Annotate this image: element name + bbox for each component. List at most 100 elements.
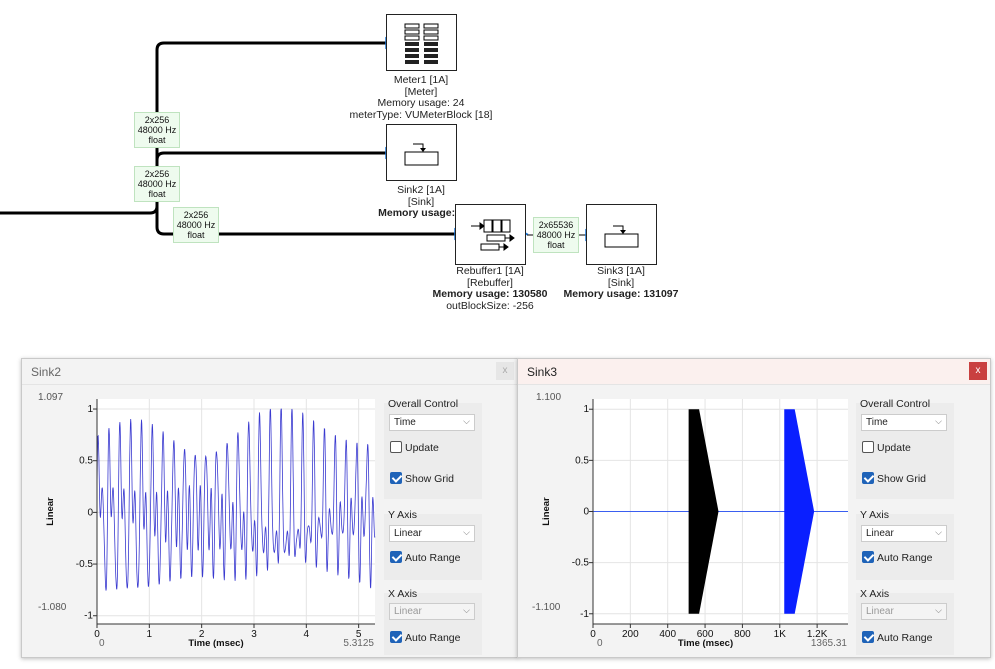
checkbox-box[interactable]	[862, 631, 874, 644]
y-min-readout: -1.100	[532, 602, 561, 613]
block-memory: Memory usage: 131097	[563, 288, 679, 300]
y-tick-label: -1	[580, 609, 589, 620]
y-tick-label: -0.5	[76, 559, 94, 570]
format-label: 2x256 48000 Hz float	[173, 207, 219, 243]
format-label: 2x256 48000 Hz float	[134, 166, 180, 202]
y-axis-title: Linear	[541, 497, 552, 526]
sink3-block[interactable]	[586, 204, 657, 265]
format-rate: 48000 Hz	[176, 220, 216, 230]
block-memory: Memory usage: 130580	[432, 288, 548, 300]
rebuffer1-label: Rebuffer1 [1A] [Rebuffer] Memory usage: …	[380, 265, 600, 312]
close-icon[interactable]: x	[969, 362, 987, 380]
x-tick-label: 1.2K	[807, 629, 828, 640]
show-grid-checkbox[interactable]: Show Grid	[862, 472, 927, 487]
block-memory: Memory usage: 24	[377, 97, 465, 109]
vu-meter-icon	[404, 23, 439, 64]
checkbox-label: Auto Range	[405, 632, 461, 644]
x-tick-label: 0	[590, 629, 596, 640]
x-min-readout: 0	[99, 638, 105, 649]
format-channels: 2x65536	[538, 220, 574, 230]
select-value: Time	[866, 417, 888, 428]
checkbox-label: Show Grid	[405, 473, 455, 485]
window-titlebar[interactable]: Sink2 x	[22, 359, 517, 385]
format-channels: 2x256	[144, 169, 170, 179]
update-checkbox[interactable]: Update	[862, 441, 911, 456]
block-name: Meter1 [1A]	[393, 74, 449, 86]
x-tick-label: 5	[356, 629, 362, 640]
x-tick-label: 1K	[774, 629, 787, 640]
format-type: float	[148, 189, 166, 199]
checkbox-label: Update	[877, 442, 911, 454]
update-checkbox[interactable]: Update	[390, 441, 439, 456]
block-memory: Memory usage: 5	[378, 207, 464, 219]
y-tick-label: 0	[583, 507, 589, 518]
y-axis-group: Y Axis Linear⌵ Auto Range	[384, 509, 482, 580]
window-title: Sink3	[527, 365, 558, 379]
x-axis-label: X Axis	[388, 588, 418, 600]
y-tick-label: 1	[583, 404, 589, 415]
checkbox-box[interactable]	[862, 472, 874, 485]
sink-icon	[404, 143, 439, 166]
overall-control-select[interactable]: Time⌵	[389, 414, 475, 431]
x-tick-label: 4	[304, 629, 310, 640]
y-tick-label: 0.5	[79, 456, 93, 467]
block-type: [Meter]	[404, 85, 438, 98]
y-axis-select[interactable]: Linear⌵	[389, 525, 475, 542]
checkbox-box[interactable]	[390, 551, 402, 564]
format-type: float	[187, 230, 205, 240]
close-icon[interactable]: x	[496, 362, 514, 380]
checkbox-label: Show Grid	[877, 473, 927, 485]
y-auto-range-checkbox[interactable]: Auto Range	[862, 551, 932, 566]
checkbox-box[interactable]	[390, 631, 402, 644]
select-value: Linear	[866, 606, 894, 617]
checkbox-label: Auto Range	[405, 552, 461, 564]
checkbox-box[interactable]	[862, 551, 874, 564]
y-max-readout: 1.100	[536, 392, 562, 403]
y-tick-label: -1	[84, 611, 93, 622]
window-titlebar[interactable]: Sink3 x	[518, 359, 990, 385]
format-channels: 2x256	[144, 115, 170, 125]
x-tick-label: 1	[147, 629, 153, 640]
block-type: [Sink]	[407, 195, 435, 208]
overall-control-group: Overall Control Time⌵ Update Show Grid	[384, 398, 482, 499]
y-axis-select[interactable]: Linear⌵	[861, 525, 947, 542]
x-auto-range-checkbox[interactable]: Auto Range	[390, 631, 461, 646]
y-tick-label: 0.5	[575, 455, 589, 466]
y-max-readout: 1.097	[38, 392, 64, 403]
format-label: 2x256 48000 Hz float	[134, 112, 180, 148]
overall-control-group: Overall Control Time⌵ Update Show Grid	[856, 398, 954, 499]
select-value: Time	[394, 417, 416, 428]
x-min-readout: 0	[597, 638, 603, 649]
format-type: float	[148, 135, 166, 145]
checkbox-box[interactable]	[862, 441, 874, 454]
block-type: [Rebuffer]	[467, 276, 513, 289]
rebuffer1-block[interactable]	[455, 204, 526, 265]
meter1-block[interactable]	[386, 14, 457, 71]
x-axis-select: Linear⌵	[861, 603, 947, 620]
x-auto-range-checkbox[interactable]: Auto Range	[862, 631, 932, 646]
checkbox-box[interactable]	[390, 472, 402, 485]
x-tick-label: 3	[251, 629, 257, 640]
x-max-readout: 5.3125	[343, 638, 374, 649]
meter1-label: Meter1 [1A] [Meter] Memory usage: 24 met…	[311, 74, 531, 121]
select-value: Linear	[394, 606, 422, 617]
format-rate: 48000 Hz	[536, 230, 576, 240]
x-axis-label: X Axis	[860, 588, 890, 600]
x-tick-label: 2	[199, 629, 205, 640]
chevron-down-icon: ⌵	[463, 527, 470, 537]
window-title: Sink2	[31, 365, 62, 379]
x-axis-group: X Axis Linear⌵ Auto Range	[384, 588, 482, 655]
checkbox-box[interactable]	[390, 441, 402, 454]
show-grid-checkbox[interactable]: Show Grid	[390, 472, 455, 487]
overall-control-select[interactable]: Time⌵	[861, 414, 947, 431]
sink2-block[interactable]	[386, 124, 457, 181]
y-axis-label: Y Axis	[388, 509, 417, 521]
y-auto-range-checkbox[interactable]: Auto Range	[390, 551, 461, 566]
sink2-label: Sink2 [1A] [Sink] Memory usage: 5	[311, 184, 531, 220]
x-axis-select: Linear⌵	[389, 603, 475, 620]
